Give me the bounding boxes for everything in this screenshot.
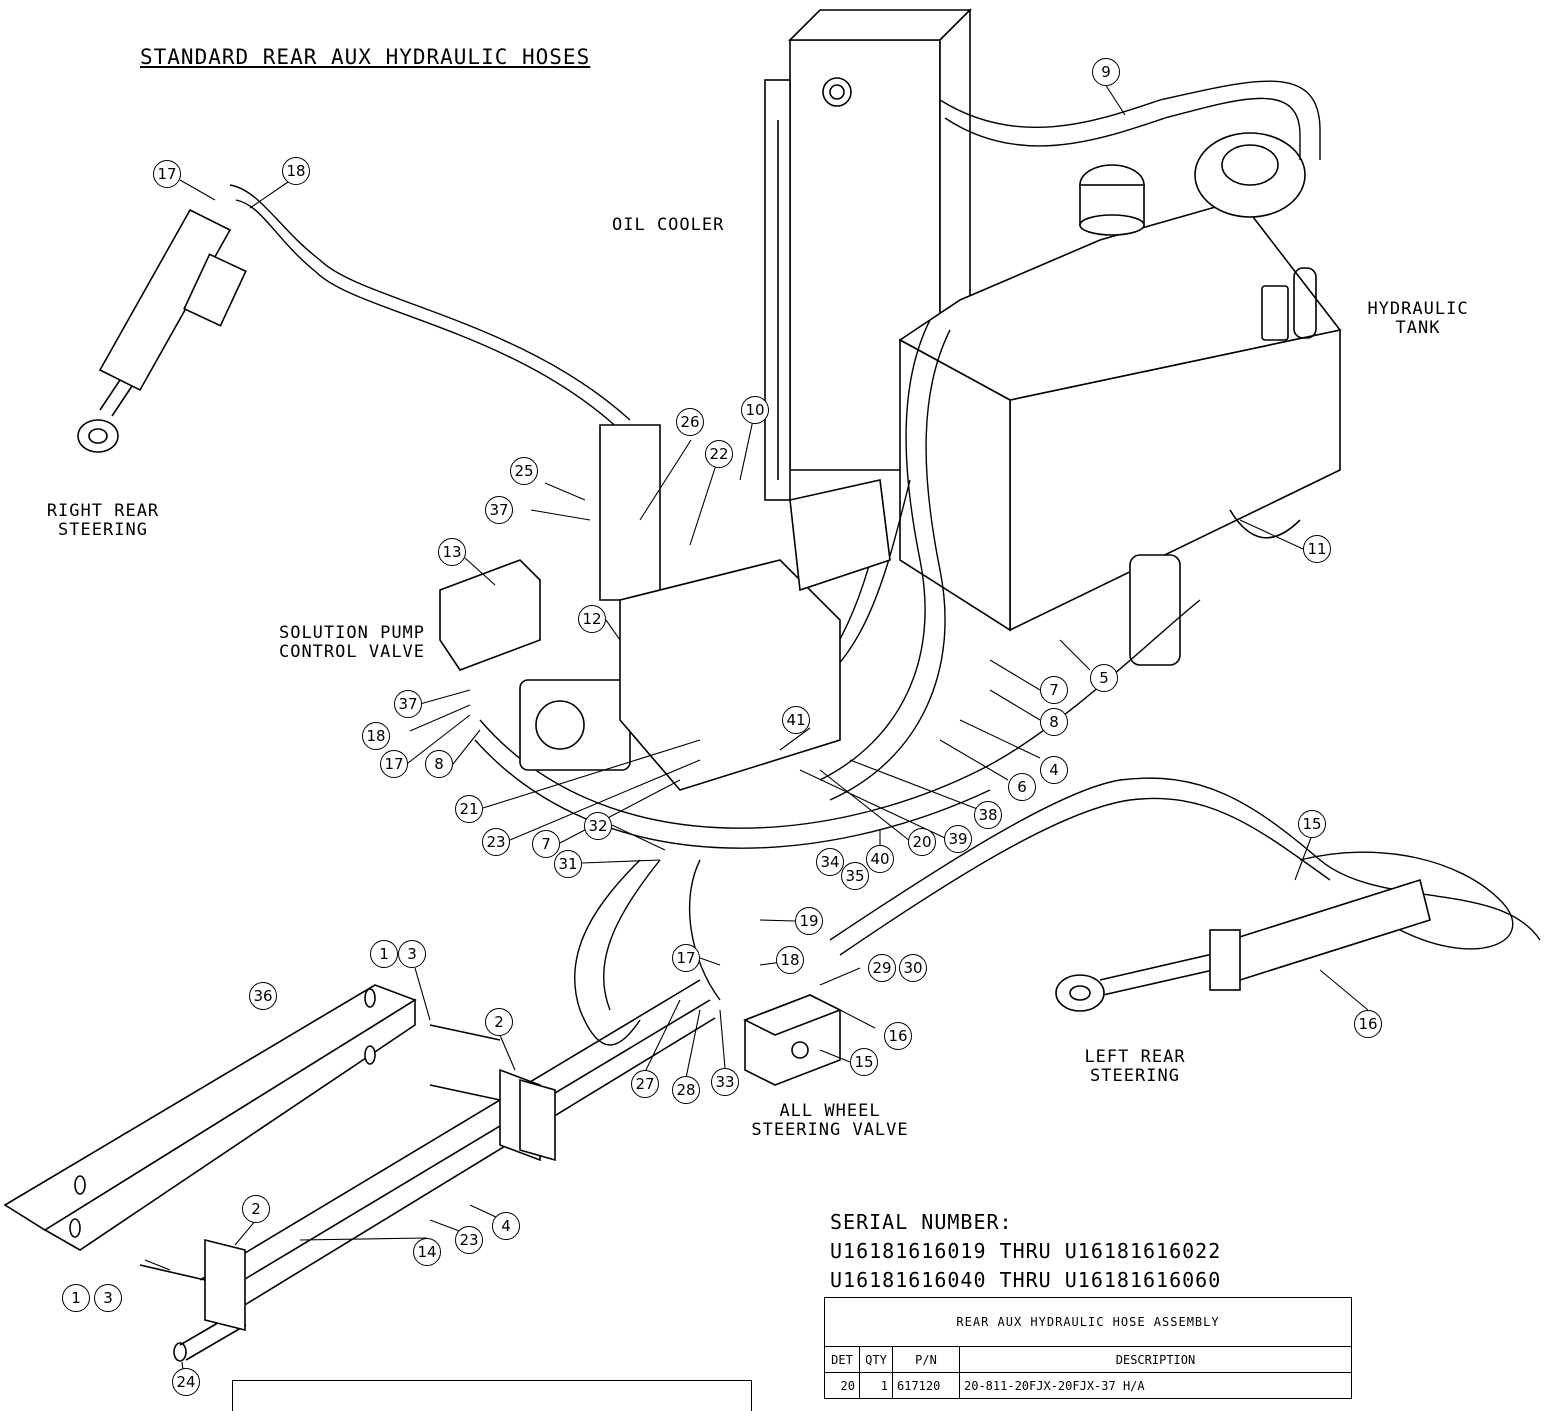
callout: 40	[866, 845, 894, 873]
callout: 21	[455, 795, 483, 823]
callout: 39	[944, 825, 972, 853]
serial-heading: SERIAL NUMBER:	[830, 1210, 1013, 1234]
diagram-title: STANDARD REAR AUX HYDRAULIC HOSES	[140, 45, 591, 69]
callout: 18	[282, 157, 310, 185]
callout: 1	[370, 940, 398, 968]
callout: 22	[705, 440, 733, 468]
callout: 2	[485, 1008, 513, 1036]
callout: 41	[782, 706, 810, 734]
label-right-rear-steering: RIGHT REAR STEERING	[46, 501, 160, 540]
callout: 38	[974, 801, 1002, 829]
valve-bank-drawing	[439, 424, 891, 791]
callout: 30	[899, 954, 927, 982]
callout: 11	[1303, 535, 1331, 563]
callout: 37	[485, 496, 513, 524]
callout: 19	[795, 907, 823, 935]
callout: 10	[741, 396, 769, 424]
label-solution-pump: SOLUTION PUMP CONTROL VALVE	[278, 623, 426, 662]
serial-range-1: U16181616019 THRU U16181616022	[830, 1239, 1222, 1263]
callout: 3	[94, 1284, 122, 1312]
bom-cell-pn: 617120	[892, 1372, 960, 1399]
callout: 8	[425, 750, 453, 778]
callout: 32	[584, 812, 612, 840]
bom-header-row: DET QTY P/N DESCRIPTION	[824, 1346, 1352, 1373]
callout: 2	[242, 1195, 270, 1223]
bom-cell-det: 20	[824, 1372, 860, 1399]
callout: 31	[554, 850, 582, 878]
callout: 7	[532, 830, 560, 858]
bom-cell-qty: 1	[859, 1372, 893, 1399]
bom-header-det: DET	[824, 1346, 860, 1373]
hoses	[229, 80, 1541, 1046]
callout: 16	[884, 1022, 912, 1050]
bom-header-pn: P/N	[892, 1346, 960, 1373]
callout: 6	[1008, 773, 1036, 801]
callout: 36	[249, 982, 277, 1010]
bom-header-qty: QTY	[859, 1346, 893, 1373]
callout: 28	[672, 1076, 700, 1104]
label-all-wheel-steering: ALL WHEEL STEERING VALVE	[751, 1101, 909, 1140]
table-row: 20 1 617120 20-811-20FJX-20FJX-37 H/A	[824, 1372, 1352, 1399]
callout: 15	[850, 1048, 878, 1076]
tube-bundle-drawing	[139, 979, 716, 1362]
callout: 4	[492, 1212, 520, 1240]
callout: 18	[776, 946, 804, 974]
callout: 29	[868, 954, 896, 982]
callout: 5	[1090, 664, 1118, 692]
callout: 20	[908, 828, 936, 856]
callout: 17	[672, 944, 700, 972]
secondary-table-frame	[232, 1380, 752, 1411]
bom-header-description: DESCRIPTION	[959, 1346, 1352, 1373]
callout: 27	[631, 1070, 659, 1098]
label-oil-cooler: OIL COOLER	[612, 215, 725, 235]
callout: 17	[380, 750, 408, 778]
callout: 35	[841, 862, 869, 890]
callout: 16	[1354, 1010, 1382, 1038]
label-left-rear-steering: LEFT REAR STEERING	[1084, 1047, 1186, 1086]
callout: 17	[153, 160, 181, 188]
callout: 18	[362, 722, 390, 750]
callout: 37	[394, 690, 422, 718]
serial-range-2: U16181616040 THRU U16181616060	[830, 1268, 1222, 1292]
callout: 4	[1040, 756, 1068, 784]
hydraulic-tank-drawing	[898, 132, 1342, 666]
oil-cooler-drawing	[764, 8, 972, 501]
callout: 9	[1092, 58, 1120, 86]
bom-table: REAR AUX HYDRAULIC HOSE ASSEMBLY DET QTY…	[824, 1297, 1352, 1399]
callout: 14	[413, 1238, 441, 1266]
callout: 26	[676, 408, 704, 436]
all-wheel-valve-drawing	[743, 994, 842, 1086]
callout: 24	[172, 1368, 200, 1396]
bom-table-title: REAR AUX HYDRAULIC HOSE ASSEMBLY	[824, 1297, 1352, 1346]
callout: 23	[482, 828, 510, 856]
right-steering-cylinder	[77, 208, 247, 453]
callout: 34	[816, 848, 844, 876]
callout: 25	[510, 457, 538, 485]
callout: 12	[578, 605, 606, 633]
bom-cell-description: 20-811-20FJX-20FJX-37 H/A	[959, 1372, 1352, 1399]
callout: 33	[711, 1068, 739, 1096]
callout: 15	[1298, 810, 1326, 838]
left-steering-cylinder	[1055, 878, 1431, 1012]
callout: 23	[455, 1226, 483, 1254]
callout: 1	[62, 1284, 90, 1312]
bracket-plate-drawing	[3, 984, 417, 1251]
label-hydraulic-tank: HYDRAULIC TANK	[1367, 299, 1469, 338]
callout: 13	[438, 538, 466, 566]
callout: 8	[1040, 708, 1068, 736]
callout: 7	[1040, 676, 1068, 704]
callout: 3	[398, 940, 426, 968]
